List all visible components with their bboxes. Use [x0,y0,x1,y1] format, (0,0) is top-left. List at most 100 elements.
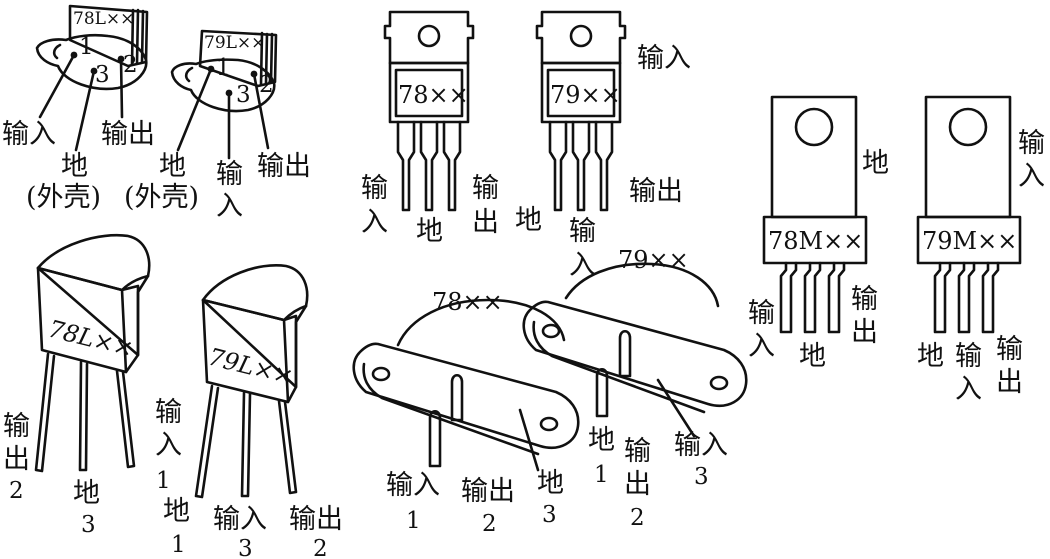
to220m-78M-ground2-label: 地 [799,341,826,372]
can-79L-tab-line [184,66,194,83]
to220-78-part-mark: 78×× [398,81,469,109]
can-78L-pin3-num: 3 [95,62,110,88]
to220m-78M-mount-hole [794,107,834,147]
to92-78L-package [34,234,151,473]
can-78L-part-mark: 78L×× [73,9,134,29]
to220-78-output-label-b: 出 [472,207,499,238]
to3-78-pin-output [450,373,464,422]
to3-78-input-label: 输入 [386,470,440,501]
can-79L-band-hatch [259,31,264,86]
can-79L-ground-label: 地 [159,151,186,182]
to220m-79M-lead-right [981,261,1000,334]
to92-78L-lead-mid [78,360,89,472]
to3-78-flange-thickness [362,362,540,456]
to220-79-tab [535,10,627,65]
to3-79-output-label-b: 出 [624,469,651,500]
to3-78-hole-right [539,416,559,432]
to220m-79M-lead-left [933,261,952,334]
to220m-79M-input-label-b: 入 [955,374,982,405]
to92-79L-input-label-a: 输 [155,397,182,428]
to220-78-lead-left [396,120,416,212]
to220m-79M-ground-label: 地 [917,341,944,372]
can-78L-ground-label: 地 [61,151,88,182]
to220-79-package [535,10,627,212]
can-78L-pin2-num: 2 [123,52,138,78]
to92-78L-ground-label: 地 [73,478,100,509]
to3-79-flange-thickness [532,320,706,414]
to92-78L-dome-edge [120,274,150,292]
to92-78L-side [120,284,140,374]
can-79L-input-label-a: 输 [216,159,243,190]
can-78L-leader-output [119,57,124,119]
to92-79L-ground-num: 1 [171,532,186,558]
can-78L-band-hatch [130,8,135,66]
can-79L-input-label-b: 入 [216,191,243,222]
to92-79L-lead-right [277,399,298,495]
to220m-78M-lead-right [827,261,846,334]
can-79L-base [170,58,276,113]
to220-78-tab [383,10,475,65]
to220-79-input-label-b: 入 [569,250,596,281]
to3-78-package [352,298,580,468]
can-79L-pin1-num: 1 [216,55,231,81]
can-79L-output-label: 输出 [257,151,311,182]
to220-79-input-top-label: 输入 [637,43,691,74]
to220m-79M-package [916,95,1022,334]
to220-78-lead-right [442,120,462,212]
to92-78L-dome [36,234,151,357]
to3-79-pin-output [618,329,632,378]
to92-78L-lead-left [34,352,56,473]
to92-79L-input-num2: 3 [238,536,253,559]
to220m-78M-package [762,95,868,334]
to220-79-lead-mid [571,120,591,212]
to92-78L-ground-num: 3 [81,512,96,538]
to92-79L-output-num: 2 [313,536,328,559]
can-79L-band-hatch [269,32,274,84]
to220m-78M-output-label-b: 出 [851,317,878,348]
can-79L-leader-ground [176,67,213,152]
to220-79-mount-hole [569,24,593,48]
to3-78-output-label: 输出 [461,476,515,507]
to220m-78M-input-label-b: 入 [748,331,775,362]
to220m-78M-part-mark: 78M×× [768,227,863,255]
to3-79-package [522,262,748,418]
to92-79L-output-label: 输出 [289,504,343,535]
to3-79-flange [522,300,748,407]
to220-78-mount-hole [417,24,441,48]
to92-79L-input-num: 1 [156,468,171,494]
to220m-79M-input-top-label-b: 入 [1018,161,1045,192]
can-78L-output-label: 输出 [101,119,155,150]
can-79L-package [170,29,278,113]
to92-79L-lead-mid [240,391,252,498]
can-78L-leader-ground [74,69,96,152]
to220-78-lead-mid [419,120,439,212]
to3-78-ground-num: 3 [542,502,557,528]
to220-78-package [383,10,475,212]
can-79L-band-hatch [264,32,269,85]
to3-78-output-num: 2 [482,511,497,537]
to220-78-output-label-a: 输 [472,173,499,204]
to220m-78M-lead-mid [803,261,822,334]
to220m-79M-part-mark: 79M×× [922,227,1017,255]
to220m-79M-input-label-a: 输 [955,341,982,372]
to220-78-input-label-b: 入 [361,207,388,238]
to3-78-input-num: 1 [406,508,421,534]
to92-78L-output-label-a: 输 [3,411,30,442]
to3-79-input-num: 3 [694,464,709,490]
to3-79-ground-label: 地 [588,425,615,456]
to92-78L-output-label-b: 出 [3,444,30,475]
to92-79L-lead-left [194,384,220,499]
to220-78-ground-label: 地 [416,216,443,247]
to220m-78M-lead-left [779,261,798,334]
to92-79L-input-label: 输入 [213,504,267,535]
can-79L-case-label: (外壳) [124,182,199,213]
can-78L-input-label: 输入 [2,119,56,150]
to220m-78M-tab [770,95,858,219]
to220m-79M-body [916,215,1022,265]
to220m-78M-body [762,215,868,265]
to220m-79M-output-label-a: 输 [996,334,1023,365]
to220m-78M-input-label-a: 输 [748,298,775,329]
to3-78-leader-ground [518,408,540,472]
